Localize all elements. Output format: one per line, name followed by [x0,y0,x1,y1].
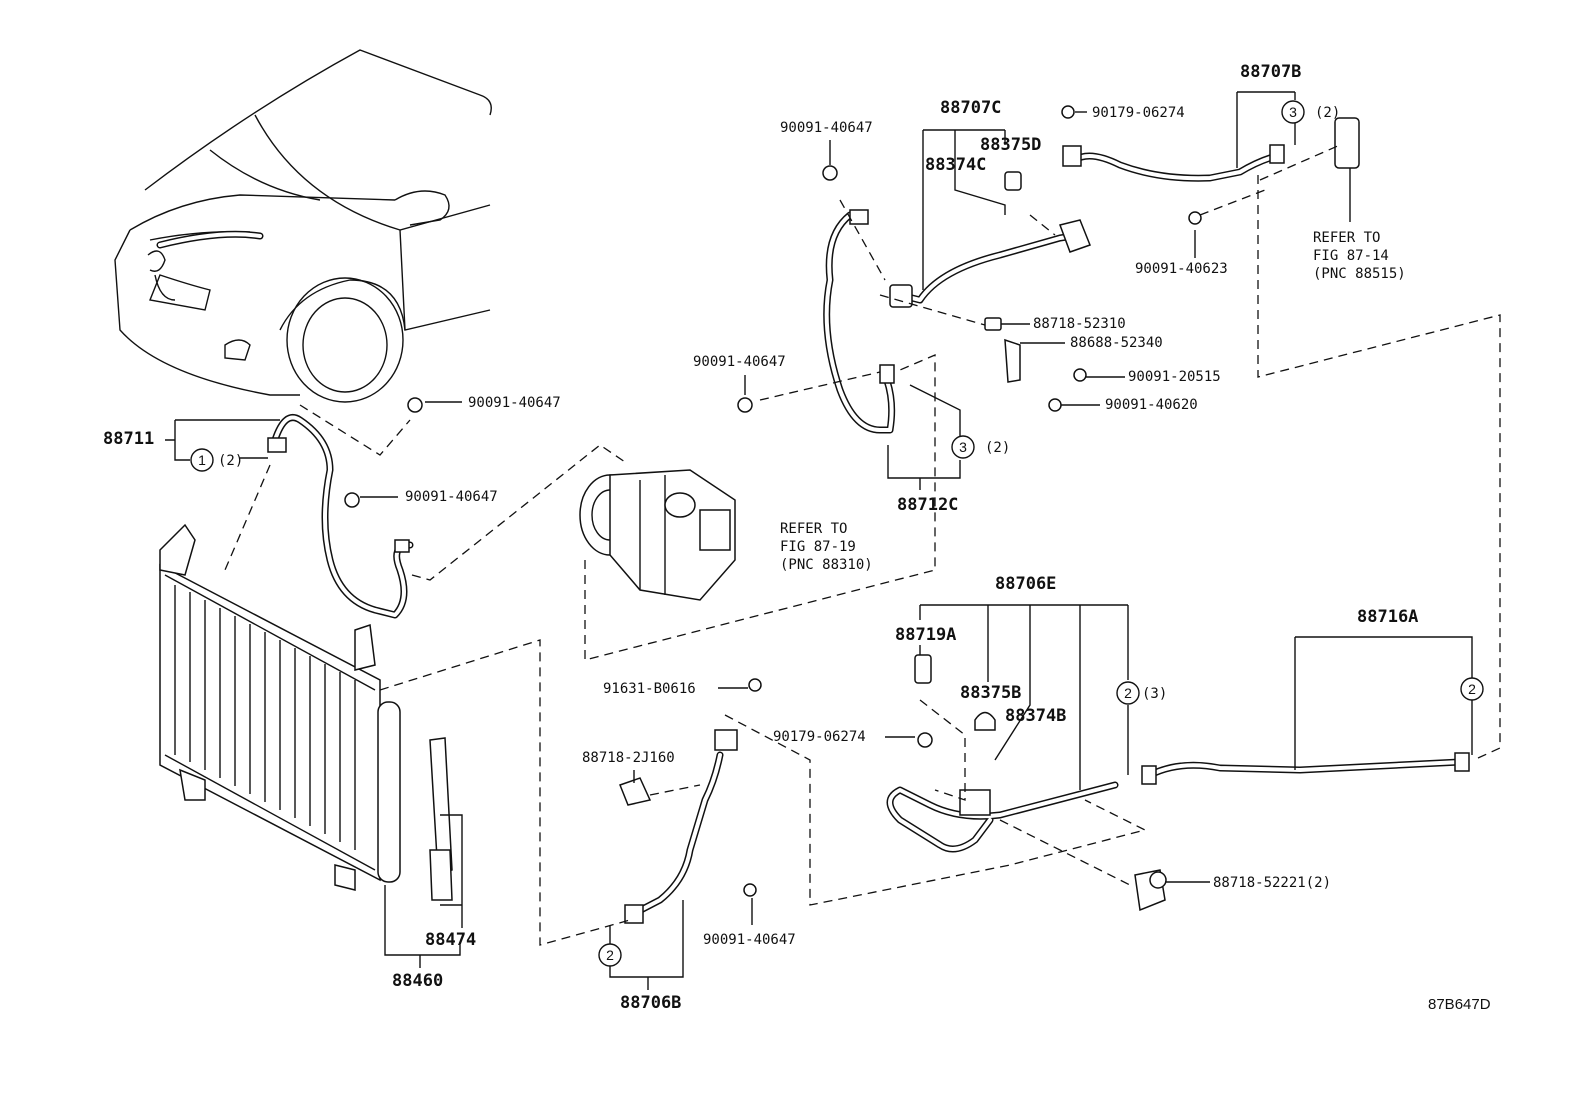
label-88688-52340: 88688-52340 [1070,335,1163,351]
leader-lines [165,91,1473,990]
refer-fig-87-19-line3: (PNC 88310) [780,557,873,573]
hose-88711 [267,414,414,619]
dashed-guide-lines [224,144,1501,946]
condenser-assembly [159,523,453,901]
diagram-code: 87B647D [1428,996,1491,1013]
label-88707b: 88707B [1240,62,1301,82]
part-labels: 88707B 88707C 88375D 88374C 90091-40647 … [103,62,1491,1013]
label-88706e: 88706E [995,574,1056,594]
ref-2-bottom-number: 2 [606,947,614,963]
refer-fig-87-14-line1: REFER TO [1313,230,1380,246]
ref-2-mid-qty: (3) [1142,686,1167,702]
label-88707c: 88707C [940,98,1001,118]
pipe-88706b [619,678,1167,924]
refer-fig-87-19-line1: REFER TO [780,521,847,537]
label-88718-52221: 88718-52221(2) [1213,875,1331,891]
ref-2-right-number: 2 [1468,681,1476,697]
ref-2-mid-number: 2 [1124,685,1132,701]
refer-fig-87-14-line2: FIG 87-14 [1313,248,1389,264]
label-90091-40647-bottom: 90091-40647 [703,932,796,948]
label-90091-40647-top: 90091-40647 [780,120,873,136]
label-90091-40647-left-top: 90091-40647 [468,395,561,411]
label-91631-b0616: 91631-B0616 [603,681,696,697]
pipe-88706e [886,654,1119,853]
circled-ref-1: 1 (2) [190,448,243,472]
circled-ref-2-bottom: 2 [598,943,622,967]
refer-fig-87-19-line2: FIG 87-19 [780,539,856,555]
ref-1-number: 1 [198,452,206,468]
label-90091-40647-mid: 90091-40647 [693,354,786,370]
label-90179-06274-mid: 90179-06274 [773,729,866,745]
label-88374c: 88374C [925,155,986,175]
label-88718-2j160: 88718-2J160 [582,750,675,766]
hose-88712c [823,209,896,434]
label-88712c: 88712C [897,495,958,515]
circled-ref-2-right: 2 [1460,677,1484,701]
ref-3-mid-qty: (2) [985,440,1010,456]
pipe-88716a [1141,752,1470,785]
label-90091-20515: 90091-20515 [1128,369,1221,385]
label-88375b: 88375B [960,683,1021,703]
ref-3-top-qty: (2) [1315,105,1340,121]
label-90179-06274-top: 90179-06274 [1092,105,1185,121]
circled-ref-3-mid: 3 (2) [951,435,1010,459]
ref-1-qty: (2) [218,453,243,469]
circled-ref-2-mid: 2 (3) [1116,681,1167,705]
label-88719a: 88719A [895,625,956,645]
vehicle-front-illustration [114,49,492,403]
label-88460: 88460 [392,971,443,991]
refer-fig-87-14-line3: (PNC 88515) [1313,266,1406,282]
label-90091-40620: 90091-40620 [1105,397,1198,413]
label-88718-52310: 88718-52310 [1033,316,1126,332]
label-88711: 88711 [103,429,154,449]
label-88374b: 88374B [1005,706,1066,726]
label-90091-40623: 90091-40623 [1135,261,1228,277]
compressor-illustration [579,469,736,601]
circled-ref-3-top: 3 (2) [1281,100,1340,124]
label-88375d: 88375D [980,135,1041,155]
label-88474: 88474 [425,930,476,950]
ref-3-top-number: 3 [1289,104,1297,120]
pipe-88707c [889,219,1091,308]
bracket-cluster [984,211,1202,412]
label-90091-40647-left-mid: 90091-40647 [405,489,498,505]
pipe-88707b [1061,105,1360,182]
ref-3-mid-number: 3 [959,439,967,455]
label-88706b: 88706B [620,993,681,1013]
label-88716a: 88716A [1357,607,1418,627]
